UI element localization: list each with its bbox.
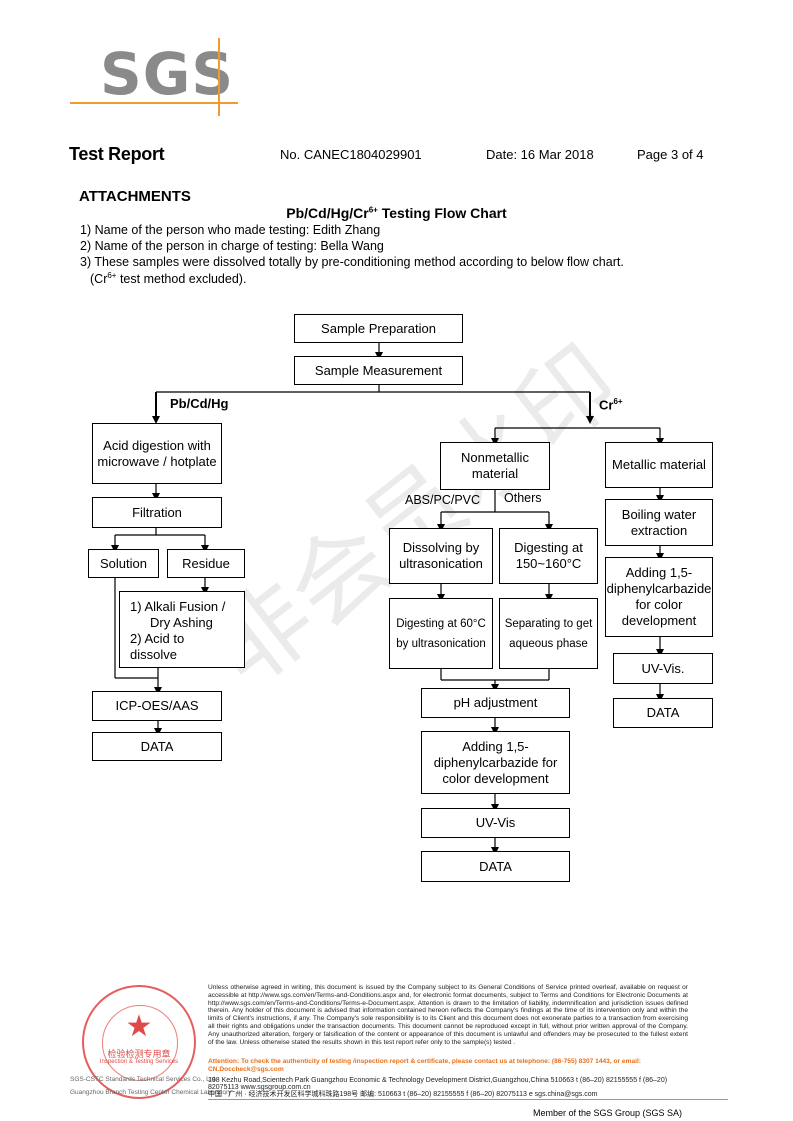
stamp-label-2: Guangzhou Branch Testing Center Chemical… [70,1089,232,1096]
footer-member: Member of the SGS Group (SGS SA) [533,1108,683,1118]
alkali-line-4: dissolve [130,647,177,662]
box-digesting-60: Digesting at 60°C by ultrasonication [389,598,493,669]
box-filtration: Filtration [92,497,222,528]
stamp-en-text: Inspection & Testing Services [99,1059,179,1065]
box-alkali-fusion: 1) Alkali Fusion / Dry Ashing 2) Acid to… [119,591,245,668]
report-date: Date: 16 Mar 2018 [486,147,594,162]
box-sample-preparation: Sample Preparation [294,314,463,343]
chart-title-main: Pb/Cd/Hg/Cr [286,205,369,221]
branch-label-pb-cd-hg: Pb/Cd/Hg [170,396,229,411]
box-data-mid: DATA [421,851,570,882]
box-residue: Residue [167,549,245,578]
box-separating-aqueous: Separating to get aqueous phase [499,598,598,669]
intro-line-3: 3) These samples were dissolved totally … [80,255,624,269]
box-adding-diphenylcarbazide-right: Adding 1,5-diphenylcarbazide for color d… [605,557,713,637]
box-icp-oes-aas: ICP-OES/AAS [92,691,222,721]
page-number: Page 3 of 4 [637,147,704,162]
box-dissolving-ultrasonication: Dissolving by ultrasonication [389,528,493,584]
alkali-line-3: 2) Acid to [130,631,185,646]
branch-label-cr-sup: 6+ [613,397,623,406]
intro-line-4: (Cr6+ test method excluded). [90,271,246,286]
intro-line-2: 2) Name of the person in charge of testi… [80,239,384,253]
box-uv-vis-right: UV-Vis. [613,653,713,684]
box-uv-vis-mid: UV-Vis [421,808,570,838]
stamp-cn-text: 检验检测专用章 [107,1049,171,1059]
intro-line-4sup: 6+ [107,271,117,280]
stamp-inner-ring [102,1005,178,1081]
box-data-left: DATA [92,732,222,761]
chart-title-sup: 6+ [368,205,378,215]
box-data-right: DATA [613,698,713,728]
box-boiling-water-extraction: Boiling water extraction [605,499,713,546]
stamp-star-icon: ★ [125,1010,153,1043]
report-number: No. CANEC1804029901 [280,147,422,162]
branch-label-cr: Cr [599,397,614,413]
box-digesting-150-160: Digesting at 150~160°C [499,528,598,584]
box-ph-adjustment: pH adjustment [421,688,570,718]
box-metallic-material: Metallic material [605,442,713,488]
report-title: Test Report [69,144,165,164]
intro-line-1: 1) Name of the person who made testing: … [80,223,381,237]
box-sample-measurement: Sample Measurement [294,356,463,385]
intro-line-4a: (Cr [90,272,108,287]
alkali-line-1: 1) Alkali Fusion / [130,599,226,614]
alkali-line-2: Dry Ashing [150,615,213,630]
footer-disclaimer: Unless otherwise agreed in writing, this… [208,984,688,1046]
footer-divider [208,1099,728,1100]
label-others: Others [504,491,542,505]
label-abs-pc-pvc: ABS/PC/PVC [405,493,481,507]
footer-address-en: 198 Kezhu Road,Scientech Park Guangzhou … [208,1077,668,1091]
footer-address-cn: 中国 · 广州 · 经济技术开发区科学城科珠路198号 邮编: 510663 t… [208,1091,598,1098]
stamp-label-1: SGS-CSTC Standards Technical Services Co… [70,1076,217,1083]
flow-chart-title: Pb/Cd/Hg/Cr6+ Testing Flow Chart [0,205,793,221]
box-nonmetallic-material: Nonmetallic material [440,442,550,490]
branch-label-cr6: Cr6+ [599,397,623,412]
intro-line-4b: test method excluded). [116,272,247,287]
logo-rule-horizontal [70,102,238,104]
attachments-heading: ATTACHMENTS [79,188,191,205]
chart-title-rest: Testing Flow Chart [377,205,507,221]
sgs-logo: SGS [70,38,238,116]
footer-attention: Attention: To check the authenticity of … [208,1058,641,1073]
box-solution: Solution [88,549,159,578]
company-stamp: ★ 检验检测专用章 Inspection & Testing Services [82,985,196,1099]
box-acid-digestion: Acid digestion with microwave / hotplate [92,423,222,484]
logo-rule-vertical [218,38,220,116]
logo-text: SGS [100,40,235,108]
box-adding-diphenylcarbazide-mid: Adding 1,5-diphenylcarbazide for color d… [421,731,570,794]
